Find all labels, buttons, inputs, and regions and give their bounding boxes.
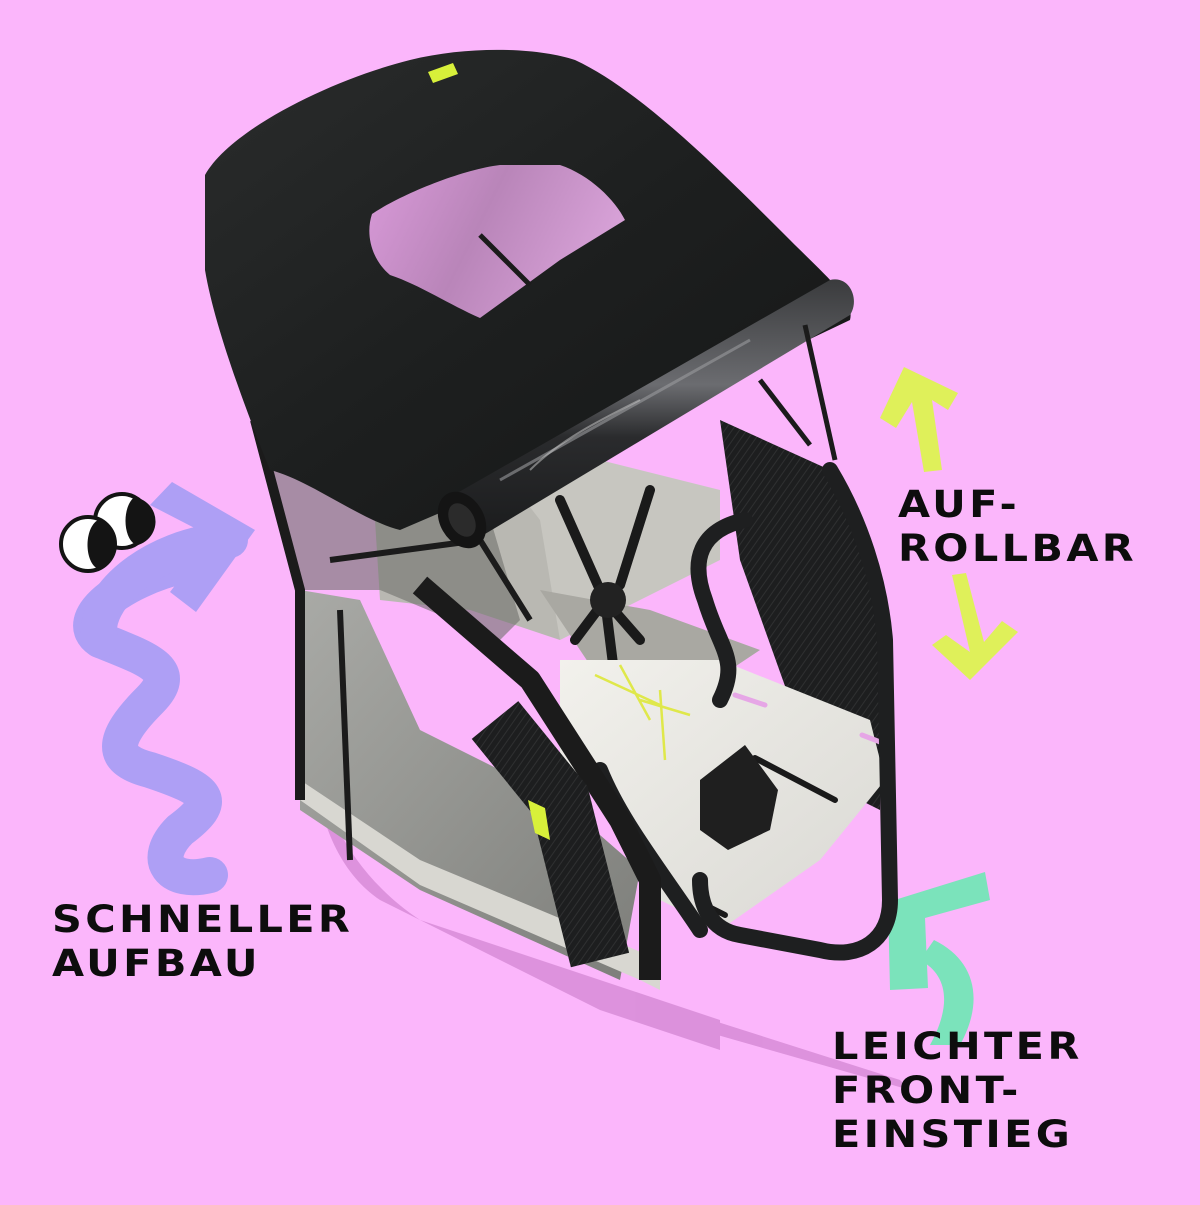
- squiggle-arrow-right-icon: [73, 482, 255, 896]
- roof-canopy: [205, 49, 851, 531]
- cargo-cabin: [205, 49, 898, 990]
- callout-line: FRONT-: [832, 1069, 1022, 1112]
- callout-line: SCHNELLER: [52, 898, 354, 941]
- callout-line: ROLLBAR: [898, 527, 1138, 570]
- callout-line: AUFBAU: [52, 942, 261, 985]
- foot-plate: [700, 745, 778, 850]
- rolled-rain-cover: [437, 279, 854, 549]
- harness-buckle: [590, 582, 626, 618]
- brand-tag-side: [528, 800, 550, 840]
- callout-aufrollbar: AUF- ROLLBAR: [898, 483, 1137, 571]
- callout-line: EINSTIEG: [832, 1113, 1074, 1156]
- brand-tag-top: [428, 63, 458, 83]
- callout-line: LEICHTER: [832, 1025, 1083, 1068]
- roof-window: [369, 165, 625, 318]
- double-arrow-up-down-icon: [880, 367, 1018, 680]
- product-shadow: [316, 700, 910, 1090]
- googly-eyes-icon: [59, 492, 156, 573]
- curved-arrow-up-left-icon: [888, 872, 990, 1045]
- callout-line: AUF-: [898, 483, 1021, 526]
- callout-leichter-fronteinstieg: LEICHTER FRONT- EINSTIEG: [832, 1025, 1083, 1157]
- callout-schneller-aufbau: SCHNELLER AUFBAU: [52, 898, 353, 986]
